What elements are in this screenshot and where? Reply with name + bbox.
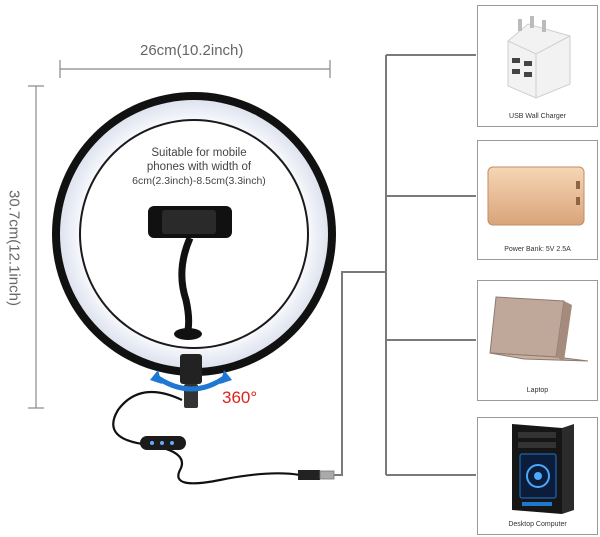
ring-text-line3: 6cm(2.3inch)-8.5cm(3.3inch): [132, 175, 266, 187]
desktop-computer-icon: [512, 424, 574, 514]
laptop-icon: [489, 296, 589, 362]
usb-wall-charger-caption: USB Wall Charger: [509, 113, 566, 120]
device-card-usb-wall-charger: USB Wall Charger: [477, 5, 598, 127]
device-card-desktop-computer: Desktop Computer: [477, 417, 598, 535]
width-label: 26cm(10.2inch): [140, 42, 244, 59]
ring-text-line2: phones with width of: [146, 161, 252, 173]
power-bank-icon: [487, 166, 585, 226]
device-card-laptop: Laptop: [477, 280, 598, 401]
usb-wall-charger-icon: [507, 16, 571, 99]
rotation-label: 360°: [222, 388, 258, 407]
laptop-caption: Laptop: [526, 387, 549, 394]
device-card-power-bank: Power Bank: 5V 2.5A: [477, 140, 598, 260]
ring-text-line1: Suitable for mobile: [151, 147, 247, 159]
ring-description: Suitable for mobile phones with width of…: [124, 146, 274, 188]
power-bank-caption: Power Bank: 5V 2.5A: [504, 246, 571, 253]
desktop-computer-caption: Desktop Computer: [508, 521, 567, 528]
